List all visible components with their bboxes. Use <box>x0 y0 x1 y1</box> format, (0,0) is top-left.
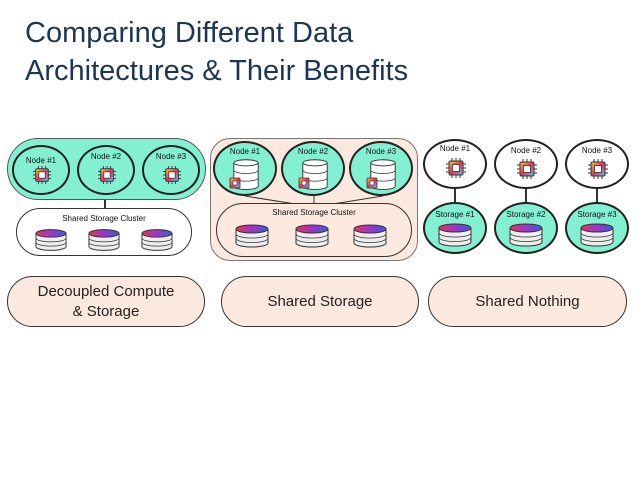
database-icon <box>235 223 269 249</box>
node-label: Node #1 <box>229 147 261 156</box>
node-label: Node #3 <box>155 152 187 161</box>
database-icon <box>35 228 67 252</box>
connector-line <box>454 189 456 203</box>
cpu-chip-icon <box>298 177 310 189</box>
database-icon <box>580 222 614 248</box>
shared-nothing-storage-2: Storage #2 <box>494 202 558 254</box>
database-icon <box>509 222 543 248</box>
node-label: Node #3 <box>365 147 397 156</box>
cluster-label: Shared Storage Cluster <box>272 208 356 217</box>
database-icon <box>438 222 472 248</box>
title-line-2: Architectures & Their Benefits <box>25 55 409 87</box>
page-title: Comparing Different Data Architectures &… <box>25 14 408 90</box>
decoupled-node-1: Node #1 <box>12 145 70 195</box>
caption-shared-nothing: Shared Nothing <box>428 276 627 327</box>
caption-line-2: & Storage <box>72 302 140 320</box>
cpu-chip-icon <box>98 166 116 184</box>
caption-decoupled: Decoupled Compute & Storage <box>7 276 205 327</box>
shared-storage-node-3: Node #3 <box>349 141 413 196</box>
shared-nothing-node-3: Node #3 <box>565 139 629 189</box>
cpu-chip-icon <box>229 177 241 189</box>
node-label: Node #1 <box>25 156 57 165</box>
shared-nothing-node-2: Node #2 <box>494 139 558 189</box>
database-icon <box>353 223 387 249</box>
node-label: Node #2 <box>297 147 329 156</box>
cpu-chip-icon <box>366 177 378 189</box>
cpu-chip-icon <box>446 158 466 178</box>
caption-shared-storage: Shared Storage <box>221 276 419 327</box>
caption-text: Shared Nothing <box>475 292 580 310</box>
node-label: Node #3 <box>581 146 613 155</box>
caption-line-1: Decoupled Compute <box>37 282 175 300</box>
shared-nothing-node-1: Node #1 <box>423 139 487 189</box>
shared-nothing-storage-1: Storage #1 <box>423 202 487 254</box>
decoupled-storage-cluster: Shared Storage Cluster <box>16 208 192 256</box>
storage-label: Storage #1 <box>435 210 475 219</box>
decoupled-node-3: Node #3 <box>142 145 200 195</box>
title-line-1: Comparing Different Data <box>25 17 354 49</box>
cpu-chip-icon <box>33 166 51 184</box>
cpu-chip-icon <box>163 166 181 184</box>
storage-label: Storage #2 <box>506 210 546 219</box>
node-label: Node #1 <box>439 144 471 153</box>
storage-label: Storage #3 <box>577 210 617 219</box>
database-icon <box>141 228 173 252</box>
node-label: Node #2 <box>90 152 122 161</box>
cpu-chip-icon <box>588 159 608 179</box>
connector-line <box>596 189 598 203</box>
shared-nothing-storage-3: Storage #3 <box>565 202 629 254</box>
shared-storage-node-1: Node #1 <box>213 141 277 196</box>
database-icon <box>88 228 120 252</box>
cpu-chip-icon <box>517 159 537 179</box>
connector-line <box>104 200 106 209</box>
shared-storage-cluster: Shared Storage Cluster <box>216 203 412 257</box>
caption-text: Shared Storage <box>267 292 373 310</box>
cluster-label: Shared Storage Cluster <box>62 214 146 223</box>
connector-line <box>525 189 527 203</box>
decoupled-node-2: Node #2 <box>77 145 135 195</box>
shared-storage-node-2: Node #2 <box>281 141 345 196</box>
node-label: Node #2 <box>510 146 542 155</box>
database-icon <box>295 223 329 249</box>
